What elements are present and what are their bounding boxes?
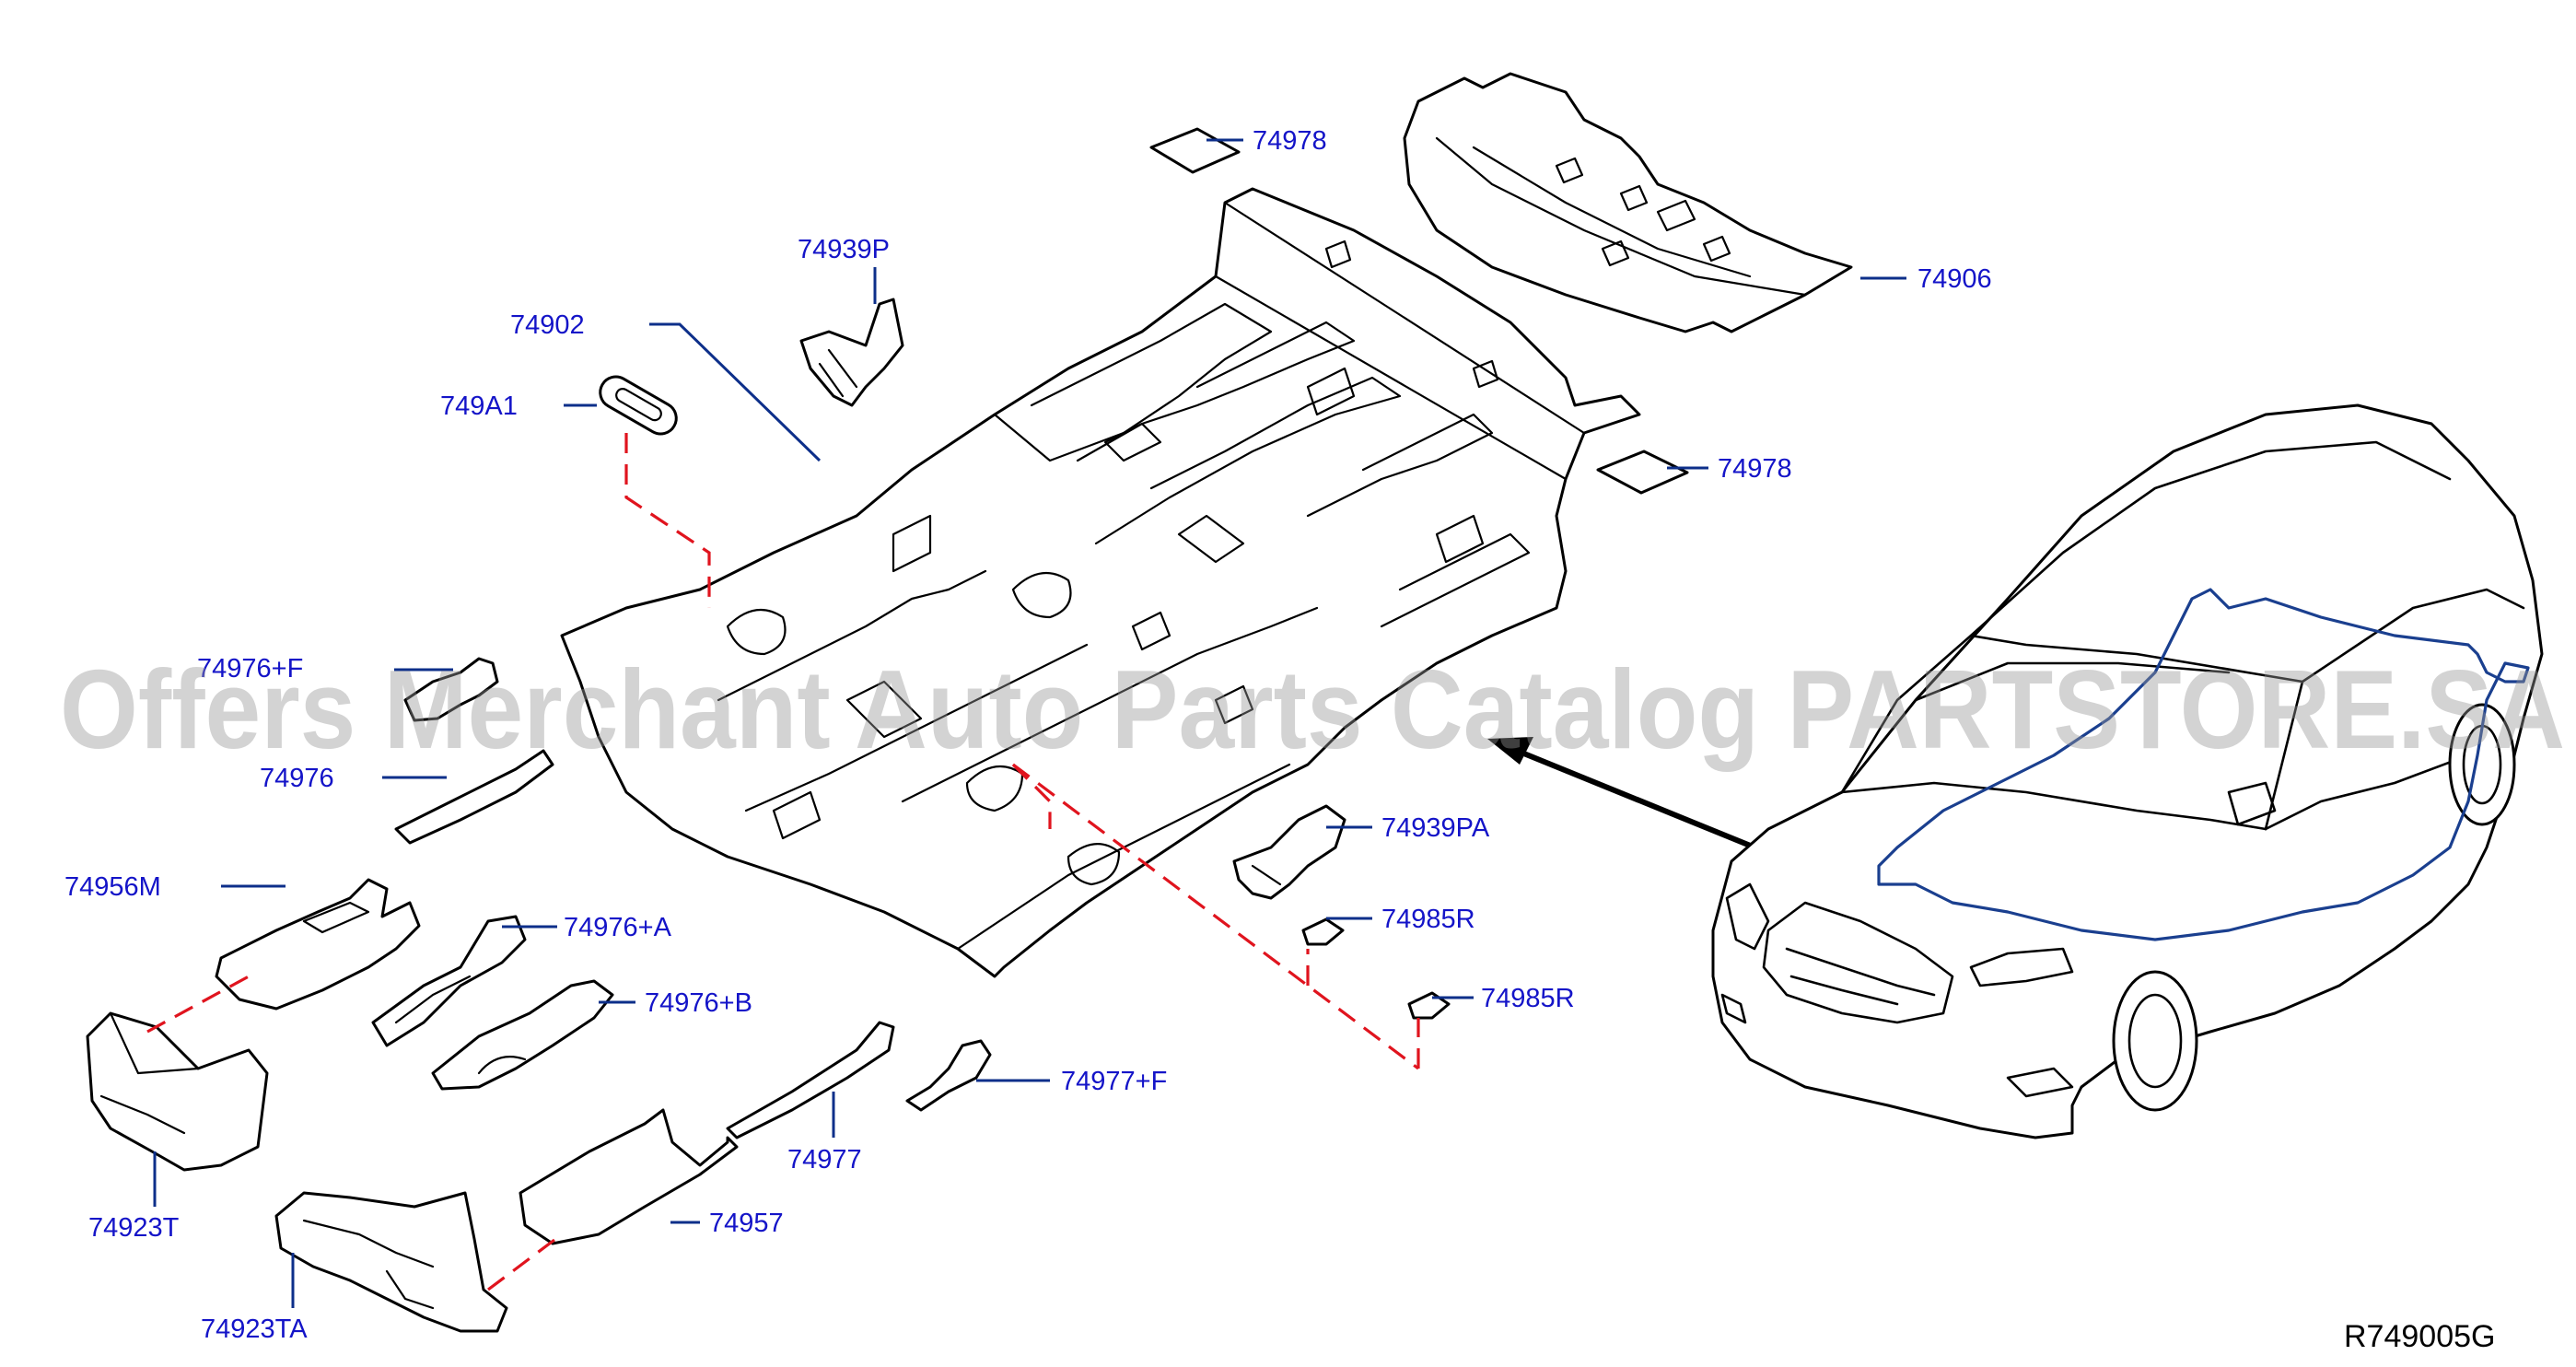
mat-74957[interactable] (519, 1108, 739, 1245)
callout-74977f[interactable]: 74977+F (1061, 1067, 1167, 1096)
rear-pad-74906[interactable] (1403, 72, 1853, 333)
tab-74985r-1[interactable] (1301, 917, 1345, 946)
mat-74976b[interactable] (431, 979, 614, 1091)
pad-74978-right[interactable] (1596, 450, 1689, 495)
leader-lines (153, 138, 1906, 1308)
callout-74977[interactable]: 74977 (787, 1145, 862, 1174)
dashed-connectors (146, 433, 1420, 1291)
car-illustration (1711, 403, 2544, 1139)
pad-74978-top[interactable] (1149, 127, 1241, 174)
callout-74906[interactable]: 74906 (1917, 264, 1992, 294)
clip-74976f[interactable] (403, 657, 499, 722)
callout-749a1[interactable]: 749A1 (440, 391, 518, 421)
callout-74976b[interactable]: 74976+B (645, 988, 752, 1018)
strip-74976[interactable] (394, 749, 554, 845)
callout-74957[interactable]: 74957 (709, 1209, 784, 1238)
callout-74923ta[interactable]: 74923TA (201, 1314, 308, 1344)
callout-74976a[interactable]: 74976+A (564, 913, 672, 942)
strip-74977[interactable] (726, 1021, 895, 1139)
clip-749a1[interactable] (595, 371, 682, 439)
callout-74956m[interactable]: 74956M (64, 872, 161, 902)
bracket-74939p[interactable] (799, 298, 904, 407)
mat-74956m[interactable] (215, 878, 421, 1011)
clip-74977f[interactable] (905, 1039, 992, 1112)
watermark-text: Offers Merchant Auto Parts Catalog PARTS… (60, 647, 2565, 772)
callout-74985r-1[interactable]: 74985R (1381, 905, 1475, 934)
mat-74976a[interactable] (371, 915, 527, 1047)
heel-pad-74923t[interactable] (86, 1011, 269, 1172)
callout-74902[interactable]: 74902 (510, 310, 585, 340)
diagram-reference-code: R749005G (2344, 1319, 2495, 1354)
floor-carpet-74902[interactable] (560, 187, 1641, 978)
callout-74978-top[interactable]: 74978 (1253, 126, 1327, 156)
bracket-74939pa[interactable] (1232, 804, 1346, 900)
tab-74985r-2[interactable] (1407, 991, 1451, 1020)
callout-74939pa[interactable]: 74939PA (1381, 813, 1490, 843)
callout-74976[interactable]: 74976 (260, 764, 334, 793)
callout-labels: 74978 74906 74939P 74902 749A1 74978 749… (64, 126, 1992, 1344)
callout-74923t[interactable]: 74923T (88, 1213, 180, 1243)
callout-74985r-2[interactable]: 74985R (1481, 984, 1575, 1013)
callout-74976f[interactable]: 74976+F (197, 654, 303, 684)
heel-pad-74923ta[interactable] (274, 1191, 508, 1333)
callout-74939p[interactable]: 74939P (798, 235, 890, 264)
callout-74978-right[interactable]: 74978 (1718, 454, 1792, 484)
